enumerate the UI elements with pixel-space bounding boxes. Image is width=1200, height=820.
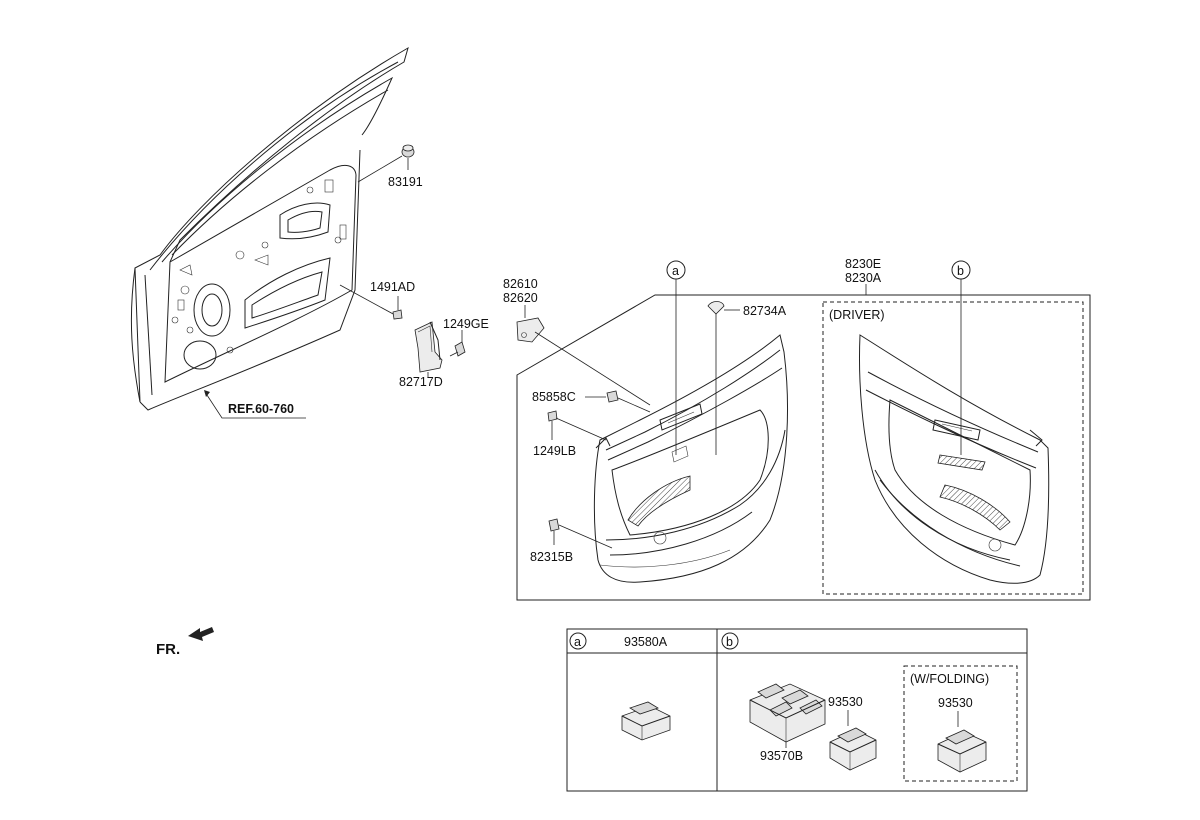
part-1249LB: 1249LB xyxy=(533,410,607,458)
label-8230E: 8230E xyxy=(845,257,881,271)
table-mark-a: a xyxy=(574,635,581,649)
callout-a: a xyxy=(672,264,679,278)
label-wfolding: (W/FOLDING) xyxy=(910,672,989,686)
front-direction: FR. xyxy=(156,627,214,658)
label-83191: 83191 xyxy=(388,175,423,189)
label-93530: 93530 xyxy=(828,695,863,709)
label-1249LB: 1249LB xyxy=(533,444,576,458)
label-93570B: 93570B xyxy=(760,749,803,763)
switch-table: a 93580A b 93570B 93530 xyxy=(566,628,1028,792)
label-1249GE: 1249GE xyxy=(443,317,489,331)
callout-b: b xyxy=(957,264,964,278)
switch-93570B: 93570B xyxy=(749,683,826,763)
label-ref-60-760: REF.60-760 xyxy=(228,402,294,416)
switch-93580A xyxy=(621,701,671,741)
label-82717D: 82717D xyxy=(399,375,443,389)
label-1491AD: 1491AD xyxy=(370,280,415,294)
label-82315B: 82315B xyxy=(530,550,573,564)
bracket-group: 1491AD 1249GE 82717D xyxy=(339,280,489,389)
part-85858C: 85858C xyxy=(532,390,651,413)
switch-93530-wfolding: 93530 xyxy=(937,696,987,773)
driver-trim-panel xyxy=(859,334,1050,584)
front-arrow-icon xyxy=(188,627,214,641)
label-82620: 82620 xyxy=(503,291,538,305)
label-driver: (DRIVER) xyxy=(829,308,885,322)
switch-93530: 93530 xyxy=(828,695,877,771)
table-mark-b: b xyxy=(726,635,733,649)
label-82734A: 82734A xyxy=(743,304,787,318)
label-8230A: 8230A xyxy=(845,271,882,285)
label-93530-wfolding: 93530 xyxy=(938,696,973,710)
label-fr: FR. xyxy=(156,641,180,658)
ref-callout: REF.60-760 xyxy=(204,390,306,419)
part-82610-82620: 82610 82620 xyxy=(503,277,651,406)
trim-panel-box: 8230E 8230A (DRIVER) a b 82734A xyxy=(516,257,1091,601)
label-82610: 82610 xyxy=(503,277,538,291)
part-82315B: 82315B xyxy=(530,518,613,564)
part-83191: 83191 xyxy=(357,144,423,189)
label-85858C: 85858C xyxy=(532,390,576,404)
door-frame-drawing xyxy=(130,46,409,411)
label-93580A: 93580A xyxy=(624,635,668,649)
passenger-trim-panel xyxy=(593,334,788,583)
